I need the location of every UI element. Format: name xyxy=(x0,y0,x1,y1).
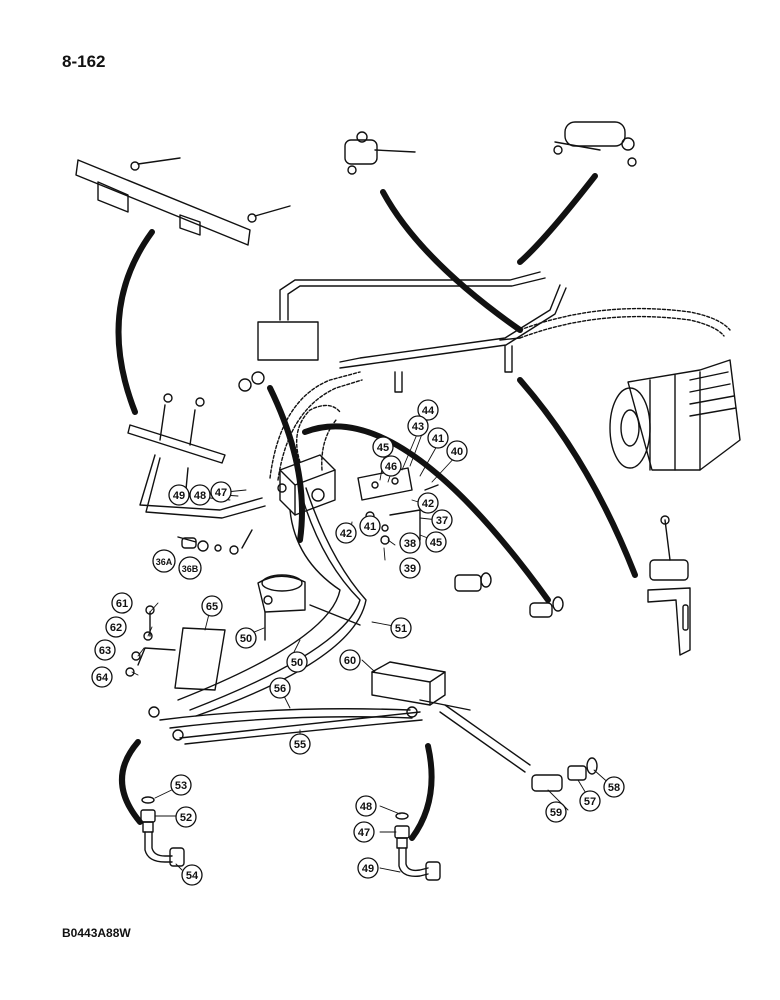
callout-38: 38 xyxy=(399,532,421,554)
svg-text:47: 47 xyxy=(215,487,227,499)
svg-text:45: 45 xyxy=(430,537,442,549)
svg-text:47: 47 xyxy=(358,827,370,839)
valve-assembly-top-right xyxy=(553,121,637,167)
svg-text:54: 54 xyxy=(186,870,199,882)
callout-36b: 36B xyxy=(178,556,202,580)
control-manifold xyxy=(238,371,336,516)
svg-text:43: 43 xyxy=(412,421,424,433)
callout-41-top: 41 xyxy=(427,427,449,449)
svg-text:56: 56 xyxy=(274,683,286,695)
callout-40: 40 xyxy=(446,440,468,462)
callout-61: 61 xyxy=(111,592,133,614)
callout-65: 65 xyxy=(201,595,223,617)
svg-text:53: 53 xyxy=(175,780,187,792)
svg-text:40: 40 xyxy=(451,446,463,458)
svg-text:55: 55 xyxy=(294,739,306,751)
callout-37: 37 xyxy=(431,509,453,531)
svg-text:38: 38 xyxy=(404,538,416,550)
callout-64: 64 xyxy=(91,666,113,688)
svg-text:36B: 36B xyxy=(182,564,199,574)
elbow-fitting-left xyxy=(140,796,185,867)
svg-text:64: 64 xyxy=(96,672,109,684)
filter-block xyxy=(371,661,531,773)
callout-45-bottom: 45 xyxy=(425,531,447,553)
svg-text:41: 41 xyxy=(364,521,376,533)
callout-60: 60 xyxy=(339,649,361,671)
callout-48-top: 48 xyxy=(189,484,211,506)
callout-50-right: 50 xyxy=(286,651,308,673)
svg-text:42: 42 xyxy=(422,498,434,510)
mounting-bar xyxy=(75,157,291,246)
callout-47-bottom: 47 xyxy=(353,821,375,843)
svg-text:41: 41 xyxy=(432,433,444,445)
svg-text:37: 37 xyxy=(436,515,448,527)
callout-43: 43 xyxy=(407,415,429,437)
svg-text:59: 59 xyxy=(550,807,562,819)
svg-text:50: 50 xyxy=(240,633,252,645)
svg-text:60: 60 xyxy=(344,655,356,667)
svg-text:49: 49 xyxy=(362,863,374,875)
svg-text:50: 50 xyxy=(291,657,303,669)
callout-62: 62 xyxy=(105,616,127,638)
svg-text:44: 44 xyxy=(422,405,435,417)
callout-49-bottom: 49 xyxy=(357,857,379,879)
callout-53: 53 xyxy=(170,774,192,796)
callout-47-top: 47 xyxy=(210,481,232,503)
svg-text:46: 46 xyxy=(385,461,397,473)
braided-hose xyxy=(269,307,731,481)
callout-49-top: 49 xyxy=(168,484,190,506)
fittings-57-59 xyxy=(531,757,598,792)
svg-text:61: 61 xyxy=(116,598,128,610)
bracket-61-65 xyxy=(125,605,226,691)
callout-57: 57 xyxy=(579,790,601,812)
svg-text:58: 58 xyxy=(608,782,620,794)
tube-lines xyxy=(257,271,567,393)
callout-54: 54 xyxy=(181,864,203,886)
elbow-fitting-right xyxy=(394,812,441,881)
page-number: 8-162 xyxy=(62,52,106,71)
valves-36 xyxy=(177,529,253,555)
callout-45-top: 45 xyxy=(372,436,394,458)
fitting-hex-2 xyxy=(529,596,564,618)
callout-55: 55 xyxy=(289,733,311,755)
svg-text:52: 52 xyxy=(180,812,192,824)
callout-42-left: 42 xyxy=(335,522,357,544)
svg-text:65: 65 xyxy=(206,601,218,613)
callout-52: 52 xyxy=(175,806,197,828)
callout-56: 56 xyxy=(269,677,291,699)
callout-39: 39 xyxy=(399,557,421,579)
svg-text:42: 42 xyxy=(340,528,352,540)
pump-mount-block xyxy=(257,574,361,641)
callout-44: 44 xyxy=(417,399,439,421)
callout-46: 46 xyxy=(380,455,402,477)
svg-text:63: 63 xyxy=(99,645,111,657)
bracket-clamp-right xyxy=(647,515,691,656)
svg-text:57: 57 xyxy=(584,796,596,808)
svg-text:62: 62 xyxy=(110,622,122,634)
callout-59: 59 xyxy=(545,801,567,823)
svg-text:51: 51 xyxy=(395,623,407,635)
svg-text:49: 49 xyxy=(173,490,185,502)
pointer-arcs xyxy=(115,173,638,841)
callout-41-bottom: 41 xyxy=(359,515,381,537)
pump-motor xyxy=(609,359,741,471)
svg-text:36A: 36A xyxy=(156,557,173,567)
callout-48-bottom: 48 xyxy=(355,795,377,817)
callout-58: 58 xyxy=(603,776,625,798)
svg-text:48: 48 xyxy=(194,490,206,502)
figure-code: B0443A88W xyxy=(62,926,131,940)
callout-36a: 36A xyxy=(152,549,176,573)
callout-51: 51 xyxy=(390,617,412,639)
fitting-hex-1 xyxy=(454,572,492,592)
callout-63: 63 xyxy=(94,639,116,661)
valve-assembly-top-center xyxy=(344,131,416,175)
callout-50-left: 50 xyxy=(235,627,257,649)
hoses-lower xyxy=(148,487,423,745)
callout-42-right: 42 xyxy=(417,492,439,514)
svg-text:39: 39 xyxy=(404,563,416,575)
svg-text:45: 45 xyxy=(377,442,389,454)
svg-text:48: 48 xyxy=(360,801,372,813)
